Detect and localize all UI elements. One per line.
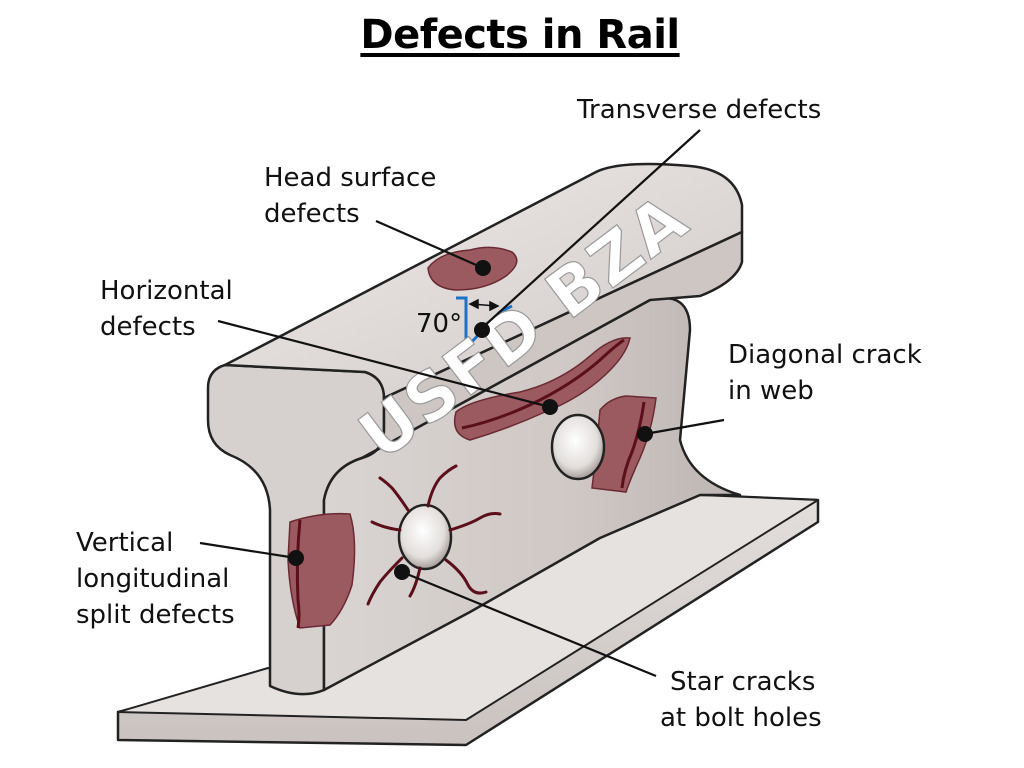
label-diagonal-line1: Diagonal crack <box>728 340 922 370</box>
angle-arrow <box>468 298 500 312</box>
leader-lines <box>199 129 725 678</box>
label-vertical-split: Vertical longitudinal split defects <box>76 528 238 630</box>
horizontal-defect <box>453 337 631 441</box>
dot-horizontal <box>542 399 558 415</box>
label-vertical-line2: longitudinal <box>76 564 229 594</box>
label-head-surface-line2: defects <box>264 199 360 229</box>
label-head-surface-line1: Head surface <box>264 163 436 193</box>
vertical-split-crack <box>295 519 302 629</box>
label-star-line2: at bolt holes <box>660 703 822 733</box>
label-diagonal-line2: in web <box>728 376 814 406</box>
page-title: Defects in Rail <box>360 12 680 58</box>
label-diagonal-crack: Diagonal crack in web <box>728 340 930 406</box>
leader-dots <box>288 260 653 580</box>
label-vertical-line1: Vertical <box>76 528 173 558</box>
rail-head-side <box>360 230 744 460</box>
label-star-line1: Star cracks <box>670 667 815 697</box>
horizontal-crack <box>461 338 625 430</box>
label-horizontal-defects: Horizontal defects <box>100 276 241 342</box>
dot-star <box>394 564 410 580</box>
dot-transverse <box>474 322 490 338</box>
head-surface-defect <box>427 246 518 291</box>
vertical-split-defect <box>287 512 356 629</box>
dot-diagonal <box>637 426 653 442</box>
label-horizontal-line2: defects <box>100 312 196 342</box>
label-vertical-line3: split defects <box>76 600 235 630</box>
label-horizontal-line1: Horizontal <box>100 276 233 306</box>
defects <box>287 246 657 629</box>
label-star-cracks: Star cracks at bolt holes <box>660 667 824 733</box>
label-transverse-defects: Transverse defects <box>576 95 821 125</box>
bolt-hole-1 <box>550 413 606 481</box>
bolt-hole-2 <box>397 503 453 571</box>
diagonal-crack <box>620 401 646 489</box>
star-cracks <box>366 464 502 606</box>
dot-vertical <box>288 550 304 566</box>
label-head-surface-defects: Head surface defects <box>264 163 445 229</box>
dot-head-surface <box>475 260 491 276</box>
angle-label: 70° <box>416 309 462 339</box>
